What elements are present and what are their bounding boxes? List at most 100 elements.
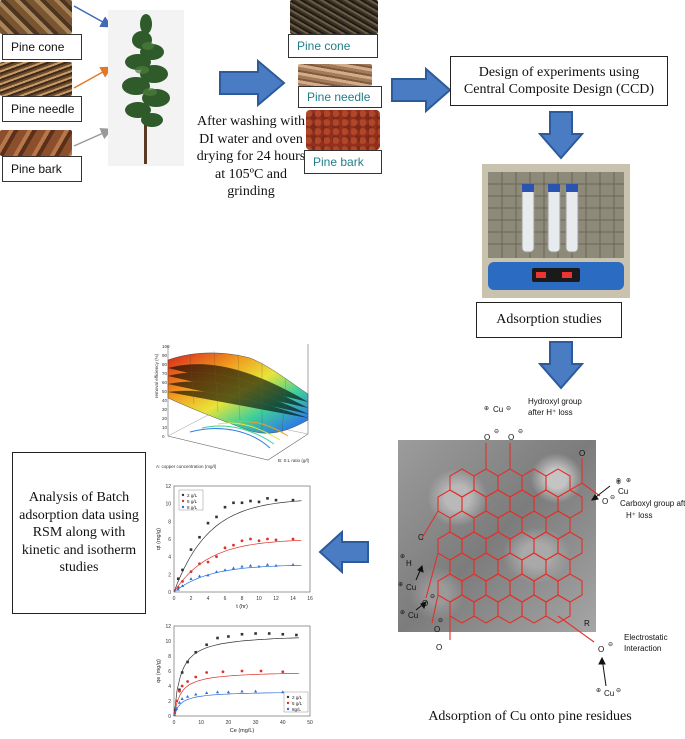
data-point [274,498,278,502]
legend-label: 2 g/L [292,695,303,700]
fit-line [173,692,300,717]
data-point [257,500,261,504]
data-point [181,580,184,583]
pine-cone-photo [0,0,72,34]
data-point [227,635,230,638]
svg-text:20: 20 [162,416,168,421]
pine-bark-label: Pine bark [2,156,82,182]
data-point [232,501,235,505]
cu-left2-label: Cu [408,611,418,620]
flow-arrow-5 [318,530,369,574]
data-point [194,692,198,696]
svg-text:O: O [484,433,490,442]
data-point [215,515,218,519]
fit-line [173,539,302,593]
x-tick-label: 6 [224,596,227,602]
svg-text:⊕: ⊕ [626,478,631,484]
y-tick-label: 2 [168,572,171,578]
pine-bark-photo [0,130,72,156]
data-point [266,537,269,541]
svg-text:70: 70 [162,371,168,376]
pine-cone-label: Pine cone [2,34,82,60]
mid-pine-cone-label: Pine cone [288,34,378,58]
x-tick-label: 40 [280,720,286,726]
data-point [206,521,210,525]
data-point [180,584,185,588]
graphene-lattice [421,443,601,643]
data-point [295,633,298,637]
x-tick-label: 12 [273,596,279,602]
shaker-photo [482,164,630,298]
data-point [291,537,295,541]
svg-text:100: 100 [162,344,170,349]
svg-text:50: 50 [162,389,168,394]
y-tick-label: 4 [168,555,171,561]
data-point [274,563,278,567]
svg-text:0: 0 [162,434,165,439]
y-tick-label: 6 [168,537,171,543]
data-point [249,499,252,503]
legend-marker [286,695,290,699]
svg-text:⊖: ⊖ [430,594,435,600]
mechanism-labels: O ⊖ O ⊖ ⊕ Cu ⊖ Hydroxyl group after H⁺ l… [398,397,685,698]
pine-needle-label: Pine needle [2,96,82,122]
plot-frame [173,485,311,593]
svg-text:O: O [598,645,604,654]
data-point [198,535,201,539]
mechanism-diagram: O ⊖ O ⊖ ⊕ Cu ⊖ Hydroxyl group after H⁺ l… [398,397,685,698]
svg-text:⊕: ⊕ [616,480,621,486]
hydroxyl-label: Hydroxyl group [528,397,582,406]
data-point [175,699,179,703]
data-point [223,546,227,550]
svg-text:80: 80 [162,362,168,367]
data-point [177,700,182,704]
x-tick-label: 10 [256,596,262,602]
data-point [274,538,278,542]
data-point [178,688,181,692]
data-point [240,689,244,693]
legend-label: 8 g/L [187,505,198,510]
flow-arrow-1 [219,58,286,108]
data-point [221,670,225,674]
legend-marker [181,505,185,509]
pine-tree-image [108,10,184,166]
data-point [257,539,261,543]
x-tick-label: 30 [253,720,259,726]
svg-text:C: C [418,533,424,542]
data-point [189,570,193,574]
data-point [175,706,179,710]
data-point [223,568,227,572]
legend-box [178,489,204,511]
data-point [186,694,190,698]
x-tick-label: 0 [173,720,176,726]
data-point [216,636,219,640]
fit-line [173,500,302,593]
legend-marker [286,701,290,705]
y-tick-label: 10 [165,639,171,645]
y-tick-label: 8 [168,519,171,525]
svg-text:⊖: ⊖ [438,618,443,624]
y-tick-label: 0 [168,590,171,596]
process-text: After washing with DI water and oven dry… [196,114,306,199]
surface-xlabel: A: copper concentration (mg/l) [156,464,217,469]
fit-line [173,637,300,717]
data-point [232,543,235,547]
svg-text:⊖: ⊖ [608,642,613,648]
fit-line [173,672,300,717]
svg-text:O: O [602,497,608,506]
ground-pine-bark-photo [306,110,380,150]
hydroxyl-label-2: after H⁺ loss [528,408,573,417]
y-tick-label: 8 [168,654,171,660]
svg-text:⊕: ⊕ [400,554,405,560]
svg-text:40: 40 [162,398,168,403]
design-box: Design of experiments using Central Comp… [450,56,668,106]
data-point [281,690,285,694]
mechanism-arrows [415,485,611,687]
cu-top-label: Cu [493,405,503,414]
svg-text:O: O [436,643,442,652]
y-tick-label: 12 [165,624,171,630]
cu-left1-label: Cu [406,583,416,592]
x-tick-label: 8 [241,596,244,602]
y-tick-label: 4 [168,684,171,690]
